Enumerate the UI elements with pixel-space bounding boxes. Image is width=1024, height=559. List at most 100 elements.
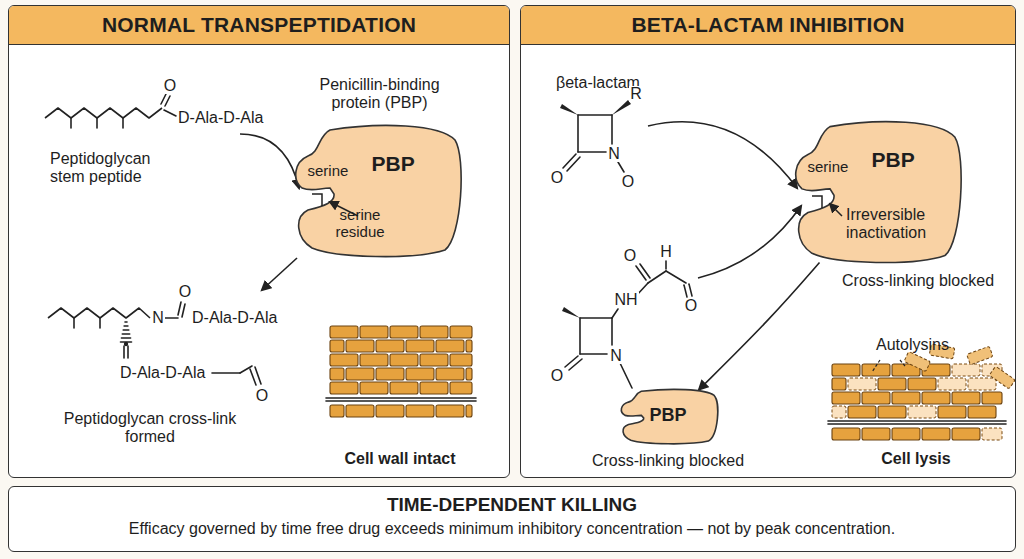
chemical-bond — [127, 346, 129, 358]
peptidoglycan-brick — [330, 354, 358, 366]
peptidoglycan-brick — [466, 405, 472, 417]
chemical-bond — [580, 317, 612, 319]
peptidoglycan-brick — [376, 368, 404, 380]
chemical-bond — [124, 325, 128, 327]
peptidoglycan-brick — [420, 382, 448, 394]
peptidoglycan-brick — [376, 405, 404, 417]
reaction-connector — [699, 263, 819, 390]
chemical-bond — [620, 363, 632, 388]
chemical-bond — [828, 423, 1006, 425]
atom-symbol: O — [550, 170, 564, 186]
enzyme-name: PBP — [872, 148, 915, 172]
peptidoglycan-brick — [832, 428, 860, 440]
chemical-bond — [618, 162, 624, 172]
pbp-shape — [295, 125, 460, 256]
callout-label: Irreversible inactivation — [846, 206, 968, 243]
peptidoglycan-brick — [346, 340, 374, 352]
atom-symbol: N — [607, 146, 621, 162]
peptidoglycan-brick — [878, 378, 906, 390]
panel-ground — [8, 5, 510, 478]
status-label: Cross-linking blocked — [842, 272, 994, 290]
peptidoglycan-brick — [420, 326, 448, 338]
peptidoglycan-brick — [360, 326, 388, 338]
chemical-bond — [579, 318, 581, 354]
residue-name: serine — [808, 158, 849, 175]
chemical-bond — [165, 96, 170, 106]
peptidoglycan-brick — [968, 406, 996, 418]
panel-ground — [520, 5, 1016, 478]
chemical-bond — [250, 369, 256, 385]
carbon-chain — [48, 308, 150, 318]
peptidoglycan-brick — [466, 340, 472, 352]
peptidoglycan-brick — [390, 354, 418, 366]
chemical-bond — [666, 271, 686, 283]
carbon-chain — [45, 108, 162, 118]
enzyme-label: Autolysins — [876, 336, 949, 354]
reaction-arrow — [698, 206, 801, 278]
chemical-bond — [612, 309, 618, 318]
peptidoglycan-brick — [436, 340, 464, 352]
chemical-bond — [161, 94, 166, 104]
summary-text: Efficacy governed by time free drug exce… — [19, 518, 1005, 540]
chemical-bond — [326, 397, 476, 399]
chemical-bond — [96, 118, 98, 128]
peptidoglycan-brick — [848, 406, 876, 418]
wedge-bond — [560, 104, 578, 115]
peptidoglycan-brick — [832, 364, 860, 376]
atom-symbol: R — [629, 86, 643, 102]
peptidoglycan-brick — [938, 406, 966, 418]
panel-header: BETA-LACTAM INHIBITION — [521, 6, 1015, 45]
chemical-bond — [636, 266, 646, 280]
chemical-bond — [182, 304, 185, 317]
pbp-enzyme: PBP — [618, 388, 720, 444]
chemical-bond — [611, 318, 613, 345]
outcome-label: Cell lysis — [881, 450, 950, 468]
peptidoglycan-brick — [436, 368, 464, 380]
peptide-name: D-Ala-D-Ala — [192, 309, 277, 327]
summary-box: TIME-DEPENDENT KILLINGEfficacy governed … — [8, 486, 1016, 552]
status-label: Cross-linking blocked — [592, 452, 744, 470]
chemical-bond — [212, 372, 240, 374]
damaged-brick — [952, 364, 980, 376]
peptidoglycan-brick — [832, 392, 860, 404]
peptidoglycan-brick — [436, 405, 464, 417]
structure-caption: Peptidoglycan stem peptide — [50, 150, 180, 187]
peptidoglycan-brick — [330, 382, 358, 394]
residue-name: serine — [308, 162, 349, 179]
autolysin-leader — [872, 360, 905, 372]
chemical-bond — [689, 284, 692, 296]
chemical-bond — [611, 115, 613, 144]
chemical-bond — [648, 271, 666, 283]
drug-name: βeta-lactam — [556, 74, 640, 92]
peptidoglycan-brick — [878, 406, 906, 418]
chemical-bond — [164, 110, 176, 116]
enzyme-heading: Penicillin-binding protein (PBP) — [305, 76, 455, 113]
callout-label: serine residue — [324, 206, 396, 241]
peptidoglycan-brick — [420, 354, 448, 366]
chemical-bond — [70, 118, 72, 128]
peptidoglycan-brick — [330, 340, 344, 352]
chemical-bond — [665, 261, 667, 269]
reaction-arrow — [648, 122, 797, 188]
chemical-bond — [569, 359, 582, 370]
atom-symbol: O — [684, 298, 698, 314]
chemical-bond — [99, 318, 101, 328]
peptidoglycan-brick — [406, 405, 434, 417]
peptidoglycan-brick — [450, 382, 472, 394]
chemical-bond — [577, 115, 579, 152]
wedge-bond — [612, 100, 631, 115]
atom-symbol: H — [659, 244, 673, 260]
peptidoglycan-brick — [450, 354, 472, 366]
atom-symbol: N — [151, 310, 165, 326]
peptidoglycan-brick — [406, 340, 434, 352]
damaged-brick — [908, 406, 936, 418]
damaged-brick — [832, 406, 846, 418]
stereo-dot — [124, 342, 128, 346]
chemical-bond — [578, 114, 612, 116]
peptidoglycan-brick — [390, 382, 418, 394]
damaged-brick — [848, 378, 876, 390]
reaction-arrow — [240, 134, 299, 188]
peptidoglycan-brick — [862, 392, 890, 404]
chemical-bond — [164, 317, 178, 319]
